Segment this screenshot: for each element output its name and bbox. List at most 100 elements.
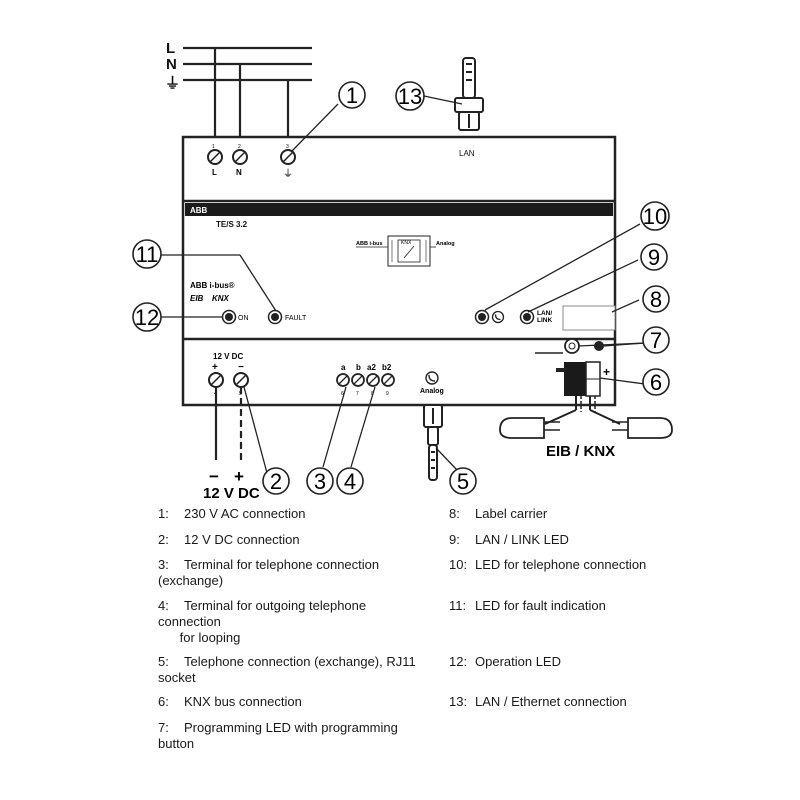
- callout-11: 11: [132, 239, 162, 269]
- dc-wire-plus: +: [234, 467, 244, 486]
- legend-item: 6: KNX bus connection: [158, 694, 428, 710]
- knx-bus-connector[interactable]: [556, 361, 601, 397]
- callout-number: 2: [270, 469, 282, 494]
- ibus-label: ABB i-bus®: [190, 281, 235, 290]
- bus-label: EIB / KNX: [546, 443, 615, 460]
- telephone-led: [474, 309, 490, 325]
- knx-label: KNX: [212, 294, 230, 303]
- terminal-b[interactable]: [351, 373, 365, 387]
- callout-number: 4: [344, 469, 356, 494]
- callout-number: 11: [136, 242, 159, 267]
- legend-text: Telephone connection (exchange), RJ11 so…: [158, 654, 416, 685]
- legend-text: Terminal for telephone connection (excha…: [158, 557, 380, 588]
- legend-text: Programming LED with programming button: [158, 720, 398, 751]
- legend-number: 6:: [158, 694, 169, 709]
- callout-number: 1: [346, 83, 358, 108]
- lan-connector[interactable]: [454, 57, 484, 131]
- phone-terminal-pin: 9: [386, 391, 389, 397]
- analog-label: Analog: [420, 388, 444, 395]
- legend-item: 2:12 V DC connection: [158, 532, 428, 548]
- schematic-left: ABB i-bus: [356, 241, 383, 247]
- label-carrier: [562, 305, 616, 331]
- legend-number: 7:: [158, 720, 169, 735]
- telephone-terminals: a b a2 b2 6 7 8 9: [336, 363, 395, 397]
- on-led: [221, 309, 237, 325]
- callout-number: 3: [314, 469, 326, 494]
- dc-terminal-minus: −: [238, 362, 244, 373]
- lan-link-label-line: LINK: [537, 317, 552, 324]
- terminal-dc-minus[interactable]: [233, 372, 249, 388]
- schematic-right: Analog: [436, 241, 455, 247]
- callout-7: 7: [642, 326, 670, 354]
- legend-item: 7:Programming LED with programming butto…: [158, 720, 428, 752]
- phone-terminal-label: b: [356, 363, 361, 372]
- legend-text: Operation LED: [475, 654, 561, 669]
- callout-4: 4: [336, 467, 364, 495]
- legend-number: 12:: [449, 654, 468, 669]
- callout-3: 3: [306, 467, 334, 495]
- terminal-earth[interactable]: [280, 149, 296, 165]
- line-label-earth: ⏚: [165, 75, 180, 92]
- legend-number: 1:: [158, 506, 169, 521]
- callout-2: 2: [262, 467, 290, 495]
- legend-text: LED for fault indication: [475, 598, 606, 613]
- legend-item: 5:Telephone connection (exchange), RJ11 …: [158, 654, 428, 686]
- legend-number: 8:: [449, 506, 460, 521]
- callout-13: 13: [395, 81, 425, 111]
- terminal-block-power: 1 2 3 L N ⏚: [207, 144, 296, 180]
- legend-number: 11:: [449, 598, 467, 613]
- legend-item: 1: 230 V AC connection: [158, 506, 428, 522]
- terminal-num-3: 3: [286, 144, 289, 150]
- phone-terminal-label: a2: [367, 363, 376, 372]
- terminal-n[interactable]: [232, 149, 248, 165]
- callout-markers: 1 2 3 4 5 6 7 8: [132, 81, 670, 495]
- phone-terminal-label: b2: [382, 363, 392, 372]
- phone-terminal-pin: 6: [341, 391, 344, 397]
- device-model: TE/S 3.2: [216, 220, 248, 229]
- brand-logo: ABB: [190, 206, 208, 215]
- legend-text: 12 V DC connection: [184, 532, 300, 547]
- legend-text: Label carrier: [475, 506, 548, 521]
- legend-item: 3:Terminal for telephone connection (exc…: [158, 557, 428, 589]
- terminal-l[interactable]: [207, 149, 223, 165]
- terminal-b2[interactable]: [381, 373, 395, 387]
- wiring-diagram: L N ⏚ ABB TE/S 3.2 1 2 3 L N ⏚: [132, 40, 673, 500]
- legend-number: 3:: [158, 557, 169, 572]
- legend-item: 8: Label carrier: [449, 506, 749, 522]
- legend-number: 13:: [449, 694, 468, 709]
- terminal-label-n: N: [236, 168, 242, 177]
- bus-cable: [499, 396, 673, 439]
- callout-6: 6: [642, 368, 670, 396]
- device-housing: [181, 135, 617, 407]
- terminal-a[interactable]: [336, 373, 350, 387]
- legend-text: KNX bus connection: [184, 694, 302, 709]
- programming-button[interactable]: [564, 338, 580, 354]
- line-label-l: L: [166, 40, 175, 57]
- legend-text: 230 V AC connection: [184, 506, 306, 521]
- phone-terminal-pin: 7: [356, 391, 359, 397]
- rj11-plug[interactable]: [423, 404, 443, 481]
- line-label-n: N: [166, 56, 177, 73]
- callout-9: 9: [640, 243, 668, 271]
- lan-link-label: LAN/ LINK: [537, 310, 554, 324]
- callout-5: 5: [449, 467, 477, 495]
- legend-number: 10:: [449, 557, 468, 572]
- callout-number: 10: [643, 204, 667, 229]
- callout-number: 5: [457, 469, 469, 494]
- fault-label: FAULT: [285, 315, 307, 322]
- terminal-label-l: L: [212, 168, 217, 177]
- legend-item: 12: Operation LED: [449, 654, 749, 670]
- brand-strip: [185, 203, 613, 216]
- legend-text: Terminal for outgoing telephone connecti…: [158, 598, 367, 645]
- callout-10: 10: [640, 201, 670, 231]
- terminal-dc-plus[interactable]: [208, 372, 224, 388]
- legend-number: 5:: [158, 654, 169, 669]
- on-label: ON: [238, 315, 249, 322]
- terminal-a2[interactable]: [366, 373, 380, 387]
- lan-label: LAN: [459, 149, 475, 158]
- legend-number: 9:: [449, 532, 460, 547]
- programming-led: [594, 341, 604, 351]
- lan-link-label-line: LAN/: [537, 310, 552, 317]
- telephone-icon: [491, 310, 505, 324]
- legend-number: 4:: [158, 598, 169, 613]
